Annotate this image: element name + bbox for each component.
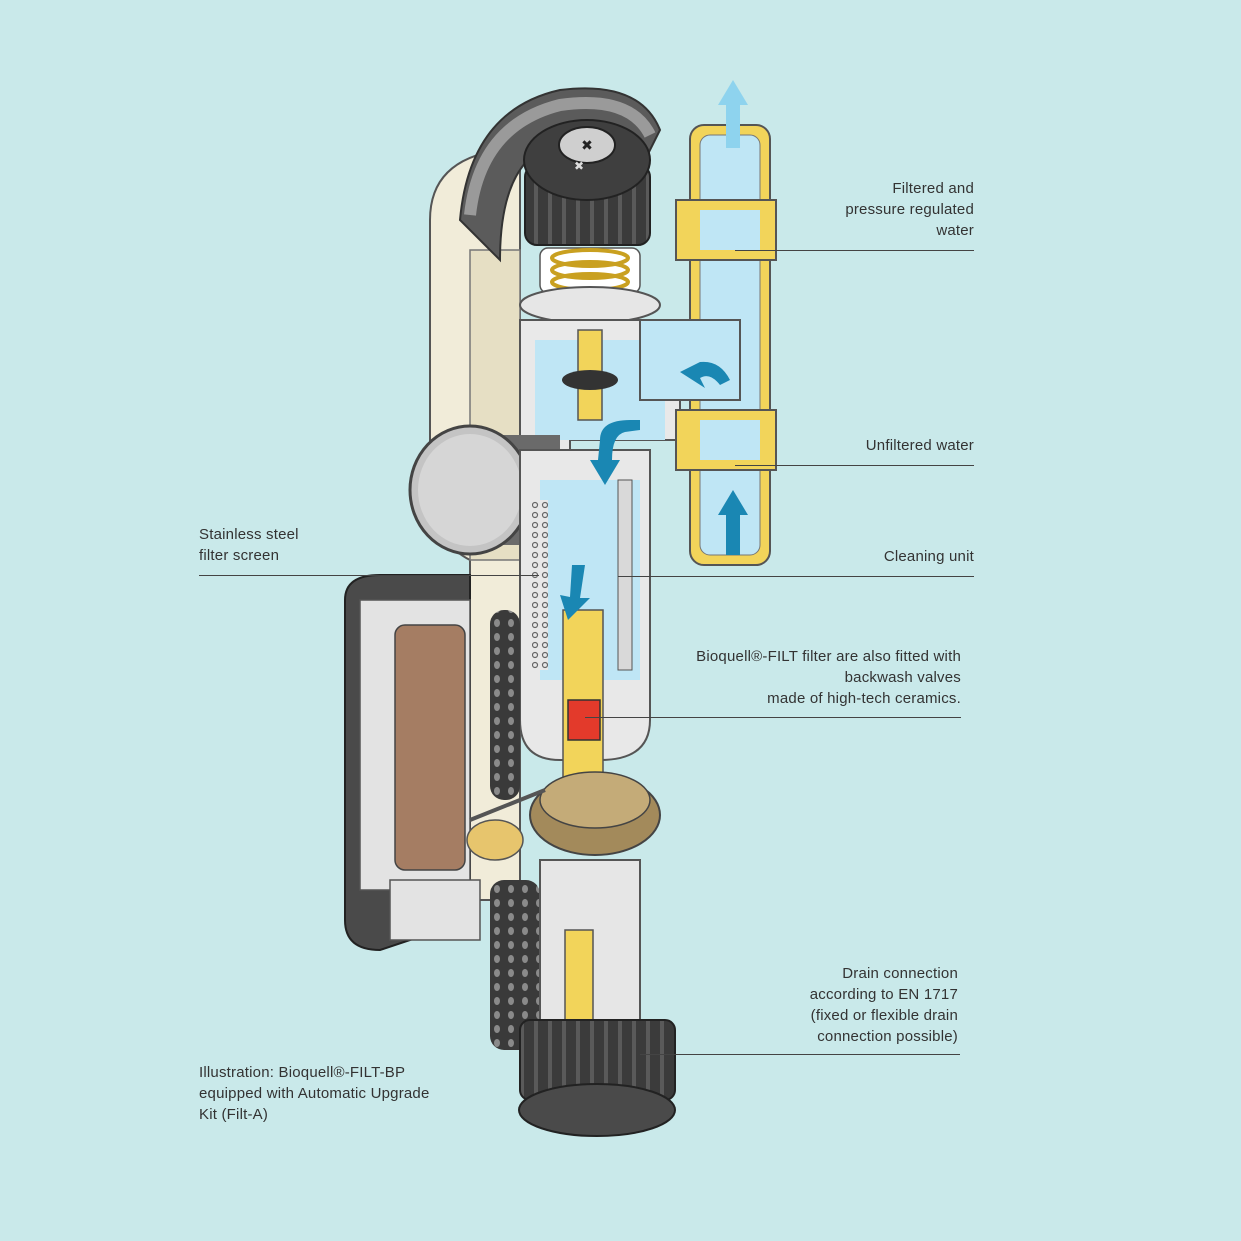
leader-stainless-screen [199,575,539,576]
adjusting-knob: ✖ ✖ [523,119,651,246]
flow-arrows [560,80,748,620]
leader-cleaning-unit [618,576,974,577]
drain-connection [518,859,676,1137]
backwash-valve [562,609,604,791]
caption: Illustration: Bioquell®-FILT-BP equipped… [199,1064,430,1123]
inlet-outlet-connector [639,124,777,566]
gear-icon [466,771,661,861]
leader-backwash-valves [585,717,961,718]
filter-chamber [519,449,651,761]
label-drain-connection: Drain connection according to EN 1717 (f… [809,965,958,1045]
flow-arrow-curve [680,361,730,388]
svg-text:✖: ✖ [574,159,584,173]
filter-screen [532,500,548,670]
leader-filtered-water [735,250,974,251]
leader-drain-connection [640,1054,960,1055]
svg-text:✖: ✖ [581,138,593,154]
label-filtered-water: Filtered and pressure regulated water [845,180,974,239]
flow-arrow-up-icon [718,80,748,148]
perforated-shell [490,610,520,800]
motor-housing [344,574,481,952]
label-stainless-screen: Stainless steel filter screen [199,526,299,564]
label-cleaning-unit: Cleaning unit [883,548,974,565]
flow-arrow-down-icon [590,420,640,485]
flow-arrow-down-icon [560,565,590,620]
flow-arrow-up-icon [718,490,748,555]
leader-unfiltered-water [735,465,974,466]
regulator-spring [519,247,661,324]
label-backwash-valves: Bioquell®-FILT filter are also fitted wi… [696,648,961,707]
label-unfiltered-water: Unfiltered water [865,437,974,454]
